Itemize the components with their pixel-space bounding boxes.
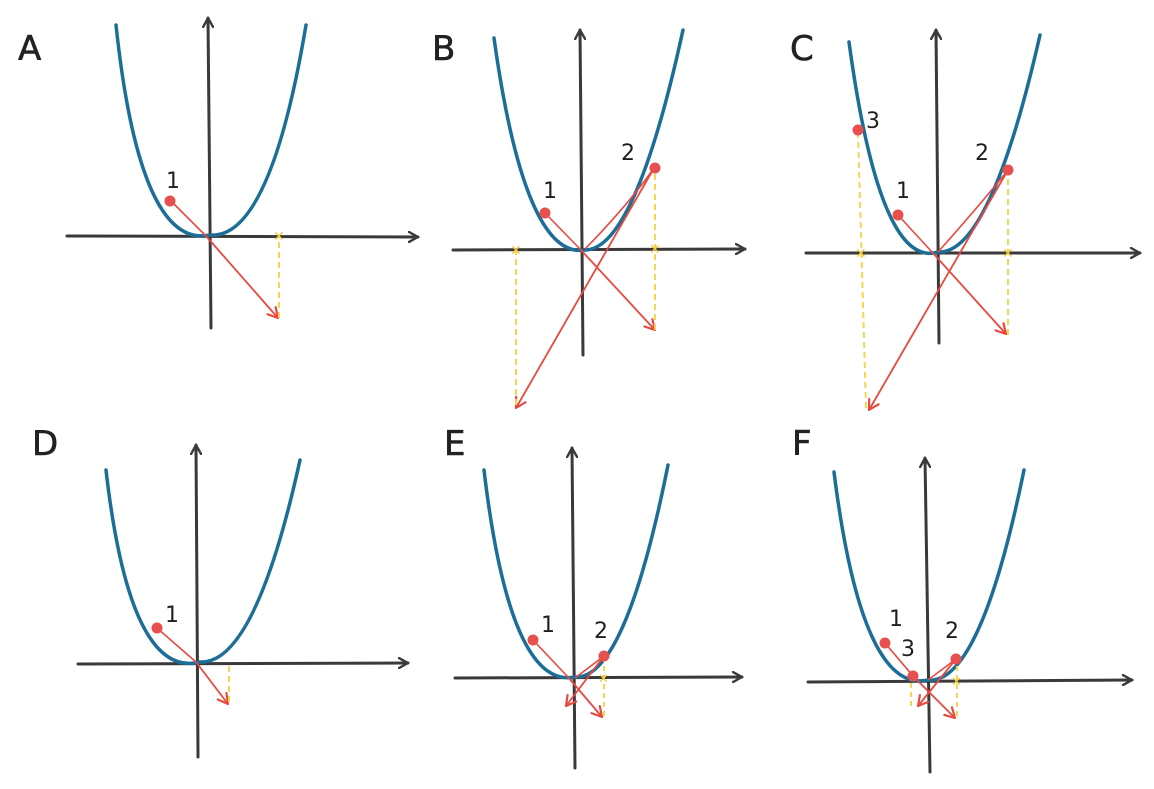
tangent-segment <box>927 658 957 681</box>
tangent-segment <box>574 655 605 679</box>
gradient-step-arrow <box>564 655 605 708</box>
gradient-step-arrow <box>867 169 1009 412</box>
x-axis <box>453 677 744 678</box>
projection-mark: ✕ <box>855 246 867 262</box>
tangent-segment <box>532 639 569 678</box>
point-label: 2 <box>621 141 635 166</box>
tangent-segment <box>156 627 197 663</box>
point-marker <box>598 650 610 662</box>
panel-f: F ✕ 1 2 3 <box>792 424 1134 774</box>
y-axis <box>196 443 198 759</box>
point-label: 3 <box>901 637 915 662</box>
gradient-step-arrow <box>912 675 957 720</box>
y-axis <box>925 456 932 774</box>
projection-mark: ✕ <box>649 242 661 258</box>
point-label: 1 <box>166 169 180 194</box>
projection-mark: ✕ <box>510 243 522 259</box>
gradient-step-arrow <box>195 661 230 706</box>
gradient-step-arrow <box>205 235 280 320</box>
panel-letter: D <box>32 424 58 464</box>
parabola-curve <box>847 33 1042 256</box>
tangent-segment <box>884 642 914 677</box>
point-label: 2 <box>975 141 989 166</box>
parabola-curve <box>492 28 685 253</box>
point-marker <box>907 670 919 682</box>
projection-mark: ✕ <box>951 675 962 690</box>
point-label: 2 <box>594 619 608 644</box>
tangent-segment <box>544 212 581 250</box>
projection-mark: ✕ <box>1002 246 1014 262</box>
y-axis <box>572 446 575 770</box>
panel-letter: F <box>792 424 812 464</box>
gradient-step-arrow <box>916 658 957 708</box>
point-label: 2 <box>945 619 959 644</box>
point-label: 1 <box>889 607 903 632</box>
panel-e: E ✕ 1 2 <box>444 424 744 770</box>
gradient-step-arrow <box>514 167 655 410</box>
parabola-curve <box>482 463 670 680</box>
x-axis <box>806 680 1134 682</box>
gradient-step-arrow <box>567 676 604 719</box>
point-label: 1 <box>543 179 557 204</box>
tangent-segment <box>897 214 933 253</box>
parabola-curve <box>114 23 308 238</box>
x-axis <box>65 236 420 237</box>
panel-a: A ✕ 1 <box>18 16 420 330</box>
point-marker <box>950 653 962 665</box>
panel-letter: C <box>790 29 814 69</box>
projection-line <box>857 131 867 409</box>
x-axis <box>451 249 747 250</box>
point-marker <box>852 124 864 136</box>
tangent-segment <box>169 199 207 237</box>
panel-d: D 1 <box>32 424 410 759</box>
point-label: 1 <box>541 613 555 638</box>
point-marker <box>1002 164 1014 176</box>
gradient-step-arrow <box>579 248 657 332</box>
x-axis <box>76 663 410 664</box>
point-marker <box>164 195 176 207</box>
y-axis <box>936 28 939 345</box>
point-marker <box>892 209 904 221</box>
y-axis <box>208 16 211 330</box>
tangent-segment <box>937 169 1009 253</box>
gradient-step-arrow <box>931 251 1008 336</box>
tangent-segment <box>584 167 655 250</box>
parabola-curve <box>104 458 302 666</box>
point-label: 1 <box>165 603 179 628</box>
panel-letter: E <box>444 424 465 464</box>
point-marker <box>879 637 891 649</box>
point-marker <box>539 207 551 219</box>
projection-mark: ✕ <box>273 229 285 245</box>
y-axis <box>580 28 583 357</box>
point-label: 3 <box>866 109 880 134</box>
point-label: 1 <box>896 179 910 204</box>
panel-letter: B <box>432 29 455 69</box>
projection-mark: ✕ <box>598 672 609 687</box>
panel-letter: A <box>18 29 41 69</box>
point-marker <box>649 162 661 174</box>
panel-c: C ✕ ✕ 1 2 3 <box>790 28 1142 412</box>
point-marker <box>151 622 163 634</box>
panel-b: B ✕ ✕ 1 2 <box>432 28 747 410</box>
point-marker <box>527 634 539 646</box>
